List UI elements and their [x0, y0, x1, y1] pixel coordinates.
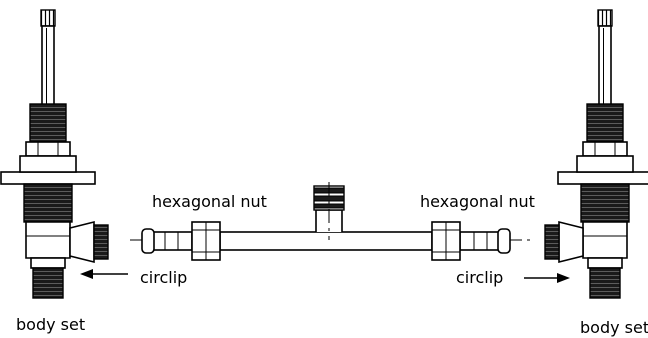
- tee-pipe-assembly: [130, 182, 535, 261]
- right-arrow: [524, 273, 570, 283]
- left-arrow: [80, 269, 128, 279]
- right-hexagonal-nut: [431, 221, 461, 261]
- hexagonal-nut-right-label: hexagonal nut: [420, 192, 535, 211]
- right-body-set: [544, 9, 648, 299]
- circlip-right-label: circlip: [456, 268, 503, 287]
- circlip-left-label: circlip: [140, 268, 187, 287]
- tee-branch: [313, 182, 345, 240]
- left-body-set: [0, 9, 109, 299]
- left-hexagonal-nut: [191, 221, 221, 261]
- body-set-right-label: body set: [580, 318, 648, 337]
- body-set-left-label: body set: [16, 315, 85, 334]
- hexagonal-nut-left-label: hexagonal nut: [152, 192, 267, 211]
